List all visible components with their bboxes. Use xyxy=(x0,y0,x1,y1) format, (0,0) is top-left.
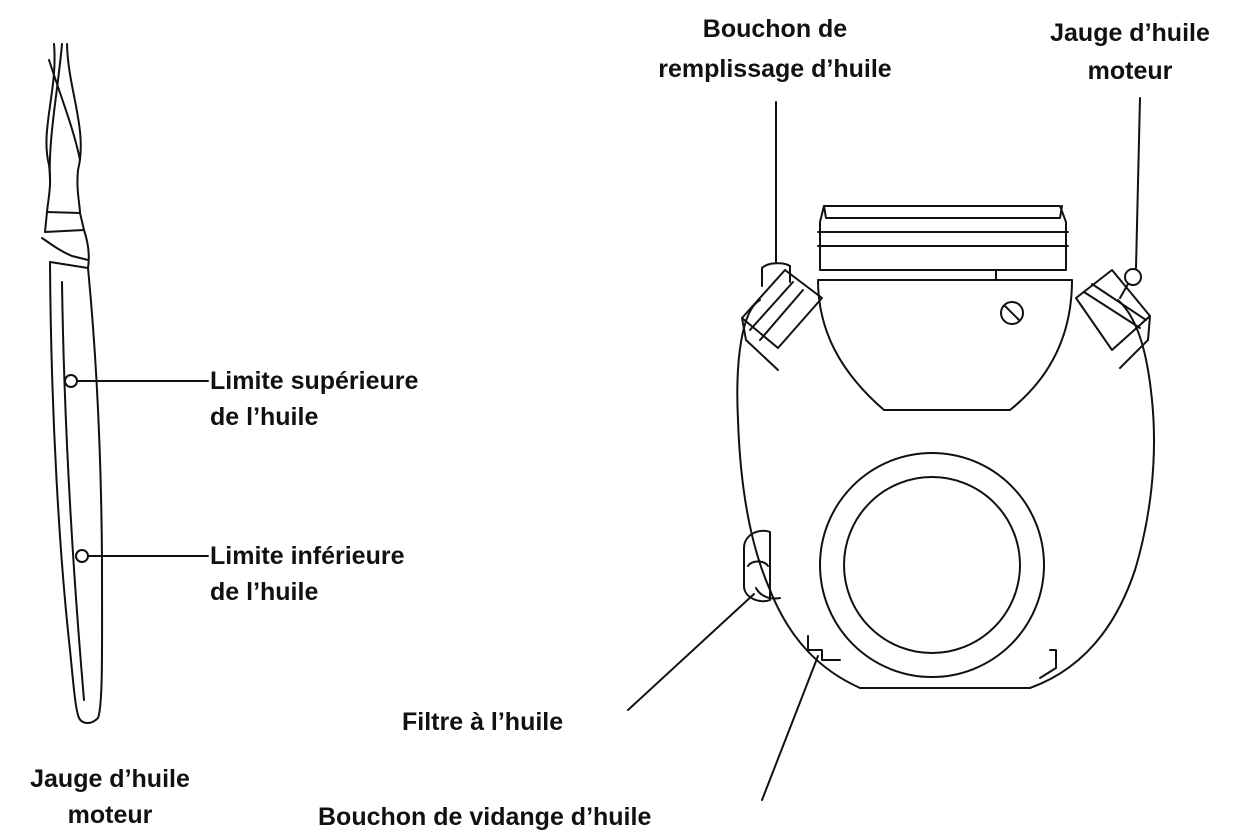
flywheel-inner xyxy=(843,476,1021,654)
dipstick-caption-line2: moteur xyxy=(67,801,153,829)
engine-dipstick-leader xyxy=(1135,97,1141,269)
fill-cap-label: Bouchon de xyxy=(702,15,848,43)
oil-filter-leader xyxy=(627,593,755,711)
engine-drawing xyxy=(736,205,1155,689)
upper-limit-hole xyxy=(64,374,78,388)
dipstick-drawing xyxy=(41,43,104,724)
flywheel-outer xyxy=(819,452,1045,678)
upper-limit-label: Limite supérieure xyxy=(210,367,419,395)
engine-dipstick-label: Jauge d’huile xyxy=(1050,19,1210,47)
engine-dipstick-label-line2: moteur xyxy=(1087,57,1173,85)
oil-filter-label: Filtre à l’huile xyxy=(402,708,564,736)
drain-plug-label: Bouchon de vidange d’huile xyxy=(318,803,652,831)
drain-plug-leader xyxy=(761,655,819,801)
lower-limit-label-line2: de l’huile xyxy=(210,578,319,606)
upper-limit-label-line2: de l’huile xyxy=(210,403,319,431)
lower-limit-label: Limite inférieure xyxy=(210,542,405,570)
fill-cap-label-line2: remplissage d’huile xyxy=(658,55,892,83)
lower-limit-hole xyxy=(75,549,89,563)
dipstick-caption: Jauge d’huile xyxy=(30,765,190,793)
